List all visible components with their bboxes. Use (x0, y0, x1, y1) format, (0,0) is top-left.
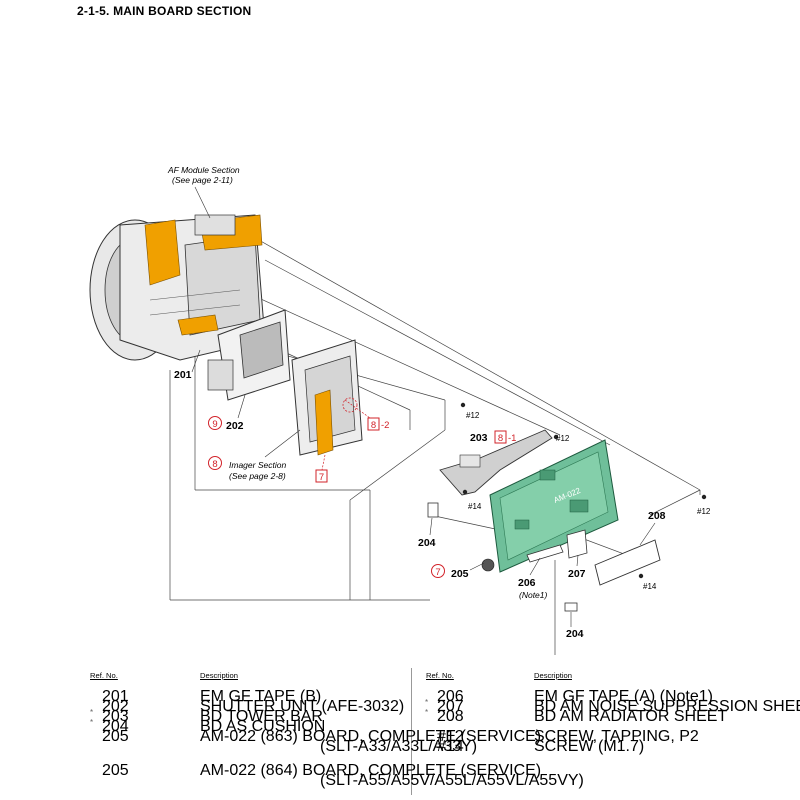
imager-section (291, 339, 371, 471)
svg-text:8: 8 (371, 420, 376, 431)
table-row-description: BD AM NOISE SUPPRESSION SHEET (534, 698, 800, 715)
table-row-description: SHUTTER UNIT (AFE-3032) (200, 698, 405, 715)
screw-14b: #14 (643, 582, 657, 591)
cushion-204a (427, 502, 439, 518)
table-row-description: BD TOWER BAR (200, 708, 323, 725)
ref-208: 208 (648, 510, 666, 522)
imager-see: (See page 2-8) (229, 471, 286, 481)
desc-header-right: Description (534, 671, 572, 680)
table-row-ref: 206 (437, 688, 464, 705)
table-row-description: SCREW, TAPPING, P2 (534, 728, 699, 745)
marker-8: 8 (208, 456, 222, 470)
table-row-ref: 204 (102, 718, 129, 735)
svg-text:-2: -2 (381, 420, 389, 431)
table-row-description: BD AS CUSHION (200, 718, 326, 735)
table-row-ref: 208 (437, 708, 464, 725)
ref-205: 205 (451, 568, 469, 580)
desc-header-left: Description (200, 671, 238, 680)
table-row-description: EM GF TAPE (A) (Note1) (534, 688, 713, 705)
af-module-see: (See page 2-11) (172, 175, 233, 185)
table-row-description: SCREW (M1.7) (534, 738, 645, 755)
service-mark: * (425, 698, 429, 707)
ref-203: 203 (470, 432, 488, 444)
cushion-204b (564, 602, 578, 612)
table-row-description: AM-022 (863) BOARD, COMPLETE (SERVICE) (200, 728, 542, 745)
table-row-description: (SLT-A55/A55V/A55L/A55VL/A55VY) (320, 772, 584, 789)
service-mark: * (425, 708, 429, 717)
box-marker-8-2: 8 -2 (367, 417, 389, 431)
screw-12a: #12 (466, 411, 480, 420)
table-row-ref: 202 (102, 698, 129, 715)
note-1: (Note1) (519, 590, 548, 600)
ref-204b: 204 (566, 628, 584, 640)
tape-206 (526, 544, 564, 563)
tower-bar (439, 429, 553, 496)
table-row-ref: 201 (102, 688, 129, 705)
marker-7: 7 (431, 564, 445, 578)
service-mark: * (90, 708, 94, 717)
ref-header-left: Ref. No. (90, 671, 118, 680)
svg-text:8: 8 (498, 433, 503, 444)
screws (460, 402, 707, 579)
box-marker-7: 7 (315, 469, 328, 483)
table-row-ref: 207 (437, 698, 464, 715)
table-row-description: AM-022 (864) BOARD, COMPLETE (SERVICE) (200, 762, 542, 779)
box-marker-8-1: 8 -1 (494, 430, 516, 444)
table-divider (411, 668, 412, 795)
svg-text:-1: -1 (508, 433, 516, 444)
svg-text:7: 7 (435, 567, 440, 578)
screw-14a: #14 (468, 502, 482, 511)
af-module-label: AF Module Section (167, 165, 240, 175)
ref-201: 201 (174, 369, 192, 381)
table-row-description: EM GF TAPE (B) (200, 688, 322, 705)
screw-12b: #12 (556, 434, 570, 443)
page-title: 2-1-5. MAIN BOARD SECTION (77, 4, 252, 18)
shutter-unit (207, 309, 291, 401)
camera-body (89, 214, 266, 361)
table-row-ref: #14 (437, 738, 464, 755)
ref-207: 207 (568, 568, 586, 580)
imager-label: Imager Section (229, 460, 286, 470)
parts-small (427, 502, 661, 612)
table-row-ref: #12 (437, 728, 464, 745)
table-row-description: (SLT-A33/A33L/A33Y) (320, 738, 478, 755)
table-row-ref: 203 (102, 708, 129, 725)
radiator-208 (594, 539, 661, 586)
ref-202: 202 (226, 420, 244, 432)
svg-text:7: 7 (319, 472, 324, 483)
main-board (481, 439, 619, 573)
ref-204a: 204 (418, 537, 436, 549)
table-row-ref: 205 (102, 728, 129, 745)
screw-12c: #12 (697, 507, 711, 516)
sheet-207 (566, 529, 588, 559)
svg-text:9: 9 (212, 419, 217, 430)
table-row-description: BD AM RADIATOR SHEET (534, 708, 728, 725)
table-row-ref: 205 (102, 762, 129, 779)
svg-text:8: 8 (212, 459, 217, 470)
marker-9: 9 (208, 416, 222, 430)
ref-header-right: Ref. No. (426, 671, 454, 680)
service-mark: * (90, 718, 94, 727)
ref-206: 206 (518, 577, 536, 589)
